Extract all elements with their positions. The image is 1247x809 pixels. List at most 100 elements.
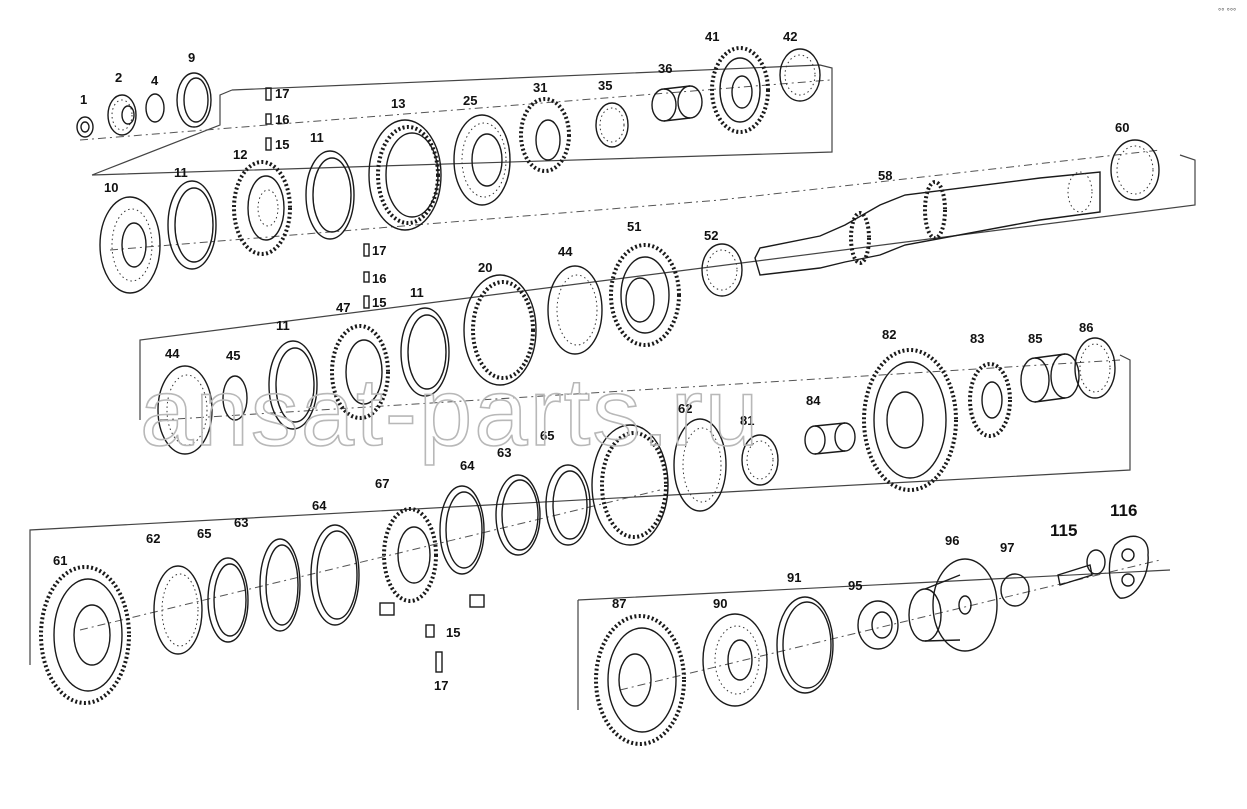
label-part-9: 9 — [188, 50, 195, 65]
part-16-15-stack-b — [363, 243, 370, 309]
part-51 — [609, 243, 681, 347]
part-64a — [439, 485, 485, 575]
part-62b — [153, 565, 203, 655]
axis-2 — [109, 149, 1161, 251]
label-part-11a: 11 — [174, 165, 188, 180]
label-part-63b: 63 — [234, 515, 248, 530]
part-42 — [779, 48, 821, 102]
label-part-25: 25 — [463, 93, 477, 108]
label-part-11c: 11 — [410, 285, 424, 300]
label-part-11d: 11 — [276, 318, 290, 333]
corner-mark: °° °°° — [1218, 7, 1236, 16]
label-part-65a: 65 — [540, 428, 554, 443]
part-16-15-stack-a — [265, 87, 272, 151]
part-11d — [268, 340, 318, 430]
label-part-45: 45 — [226, 348, 240, 363]
label-part-42: 42 — [783, 29, 797, 44]
part-1 — [76, 116, 94, 138]
label-part-65b: 65 — [197, 526, 211, 541]
part-36 — [651, 85, 703, 122]
label-part-96: 96 — [945, 533, 959, 548]
label-part-116: 116 — [1110, 501, 1137, 520]
part-2 — [107, 94, 137, 136]
label-part-31: 31 — [533, 80, 547, 95]
label-part-64b: 64 — [312, 498, 327, 513]
label-part-13: 13 — [391, 96, 405, 111]
label-part-44a: 44 — [558, 244, 573, 259]
label-part-62b: 62 — [146, 531, 160, 546]
label-part-16b: 16 — [372, 271, 386, 286]
part-83 — [968, 362, 1012, 438]
part-35 — [595, 102, 629, 148]
part-25 — [453, 114, 511, 206]
part-85 — [1020, 353, 1080, 403]
part-45 — [222, 375, 248, 421]
label-part-90: 90 — [713, 596, 727, 611]
label-part-61: 61 — [53, 553, 67, 568]
part-9 — [176, 72, 212, 128]
label-part-17c: 17 — [434, 678, 448, 693]
frame-top — [91, 64, 833, 176]
part-64b — [310, 524, 360, 626]
label-part-4: 4 — [151, 73, 159, 88]
label-part-91: 91 — [787, 570, 801, 585]
part-95 — [857, 600, 899, 650]
part-44b — [157, 365, 213, 455]
frame-bottom — [577, 569, 1171, 710]
part-12 — [232, 160, 292, 256]
part-52 — [701, 243, 743, 297]
part-82 — [862, 348, 958, 492]
part-44a — [547, 265, 603, 355]
label-part-95: 95 — [848, 578, 862, 593]
part-63a — [495, 474, 541, 556]
label-part-87: 87 — [612, 596, 626, 611]
part-91 — [776, 596, 834, 694]
part-10 — [99, 196, 161, 294]
label-part-115: 115 — [1050, 521, 1077, 540]
label-part-82: 82 — [882, 327, 896, 342]
label-part-81: 81 — [740, 413, 754, 428]
part-63b — [259, 538, 301, 632]
part-31 — [519, 97, 571, 173]
label-part-51: 51 — [627, 219, 641, 234]
label-part-16a: 16 — [275, 112, 289, 127]
label-part-41: 41 — [705, 29, 719, 44]
part-81 — [741, 434, 779, 486]
part-67 — [379, 507, 485, 616]
label-part-44b: 44 — [165, 346, 180, 361]
label-part-62a: 62 — [678, 401, 692, 416]
part-47 — [330, 324, 390, 420]
watermark-text: ansat-parts.ru — [140, 359, 760, 466]
part-58 — [754, 171, 1101, 276]
label-part-63a: 63 — [497, 445, 511, 460]
part-65b — [207, 557, 249, 643]
label-part-67: 67 — [375, 476, 389, 491]
part-62a — [673, 418, 727, 512]
part-90 — [702, 613, 768, 707]
part-15-17-screw — [425, 624, 443, 673]
label-part-17a: 17 — [275, 86, 289, 101]
part-20 — [463, 274, 537, 386]
label-part-83: 83 — [970, 331, 984, 346]
label-part-11b: 11 — [310, 130, 324, 145]
part-87 — [594, 614, 686, 746]
part-96 — [908, 558, 998, 652]
label-part-20: 20 — [478, 260, 492, 275]
label-part-15c: 15 — [446, 625, 460, 640]
label-part-64a: 64 — [460, 458, 475, 473]
part-11c — [400, 307, 450, 397]
label-part-97: 97 — [1000, 540, 1014, 555]
part-86 — [1074, 337, 1116, 399]
label-part-60: 60 — [1115, 120, 1129, 135]
label-part-35: 35 — [598, 78, 612, 93]
part-4 — [145, 93, 165, 123]
label-part-52: 52 — [704, 228, 718, 243]
label-part-10: 10 — [104, 180, 118, 195]
label-part-12: 12 — [233, 147, 247, 162]
part-sleeve-row3 — [591, 424, 669, 546]
label-part-1: 1 — [80, 92, 87, 107]
label-part-36: 36 — [658, 61, 672, 76]
label-part-85: 85 — [1028, 331, 1042, 346]
frame-lower — [29, 354, 1131, 665]
